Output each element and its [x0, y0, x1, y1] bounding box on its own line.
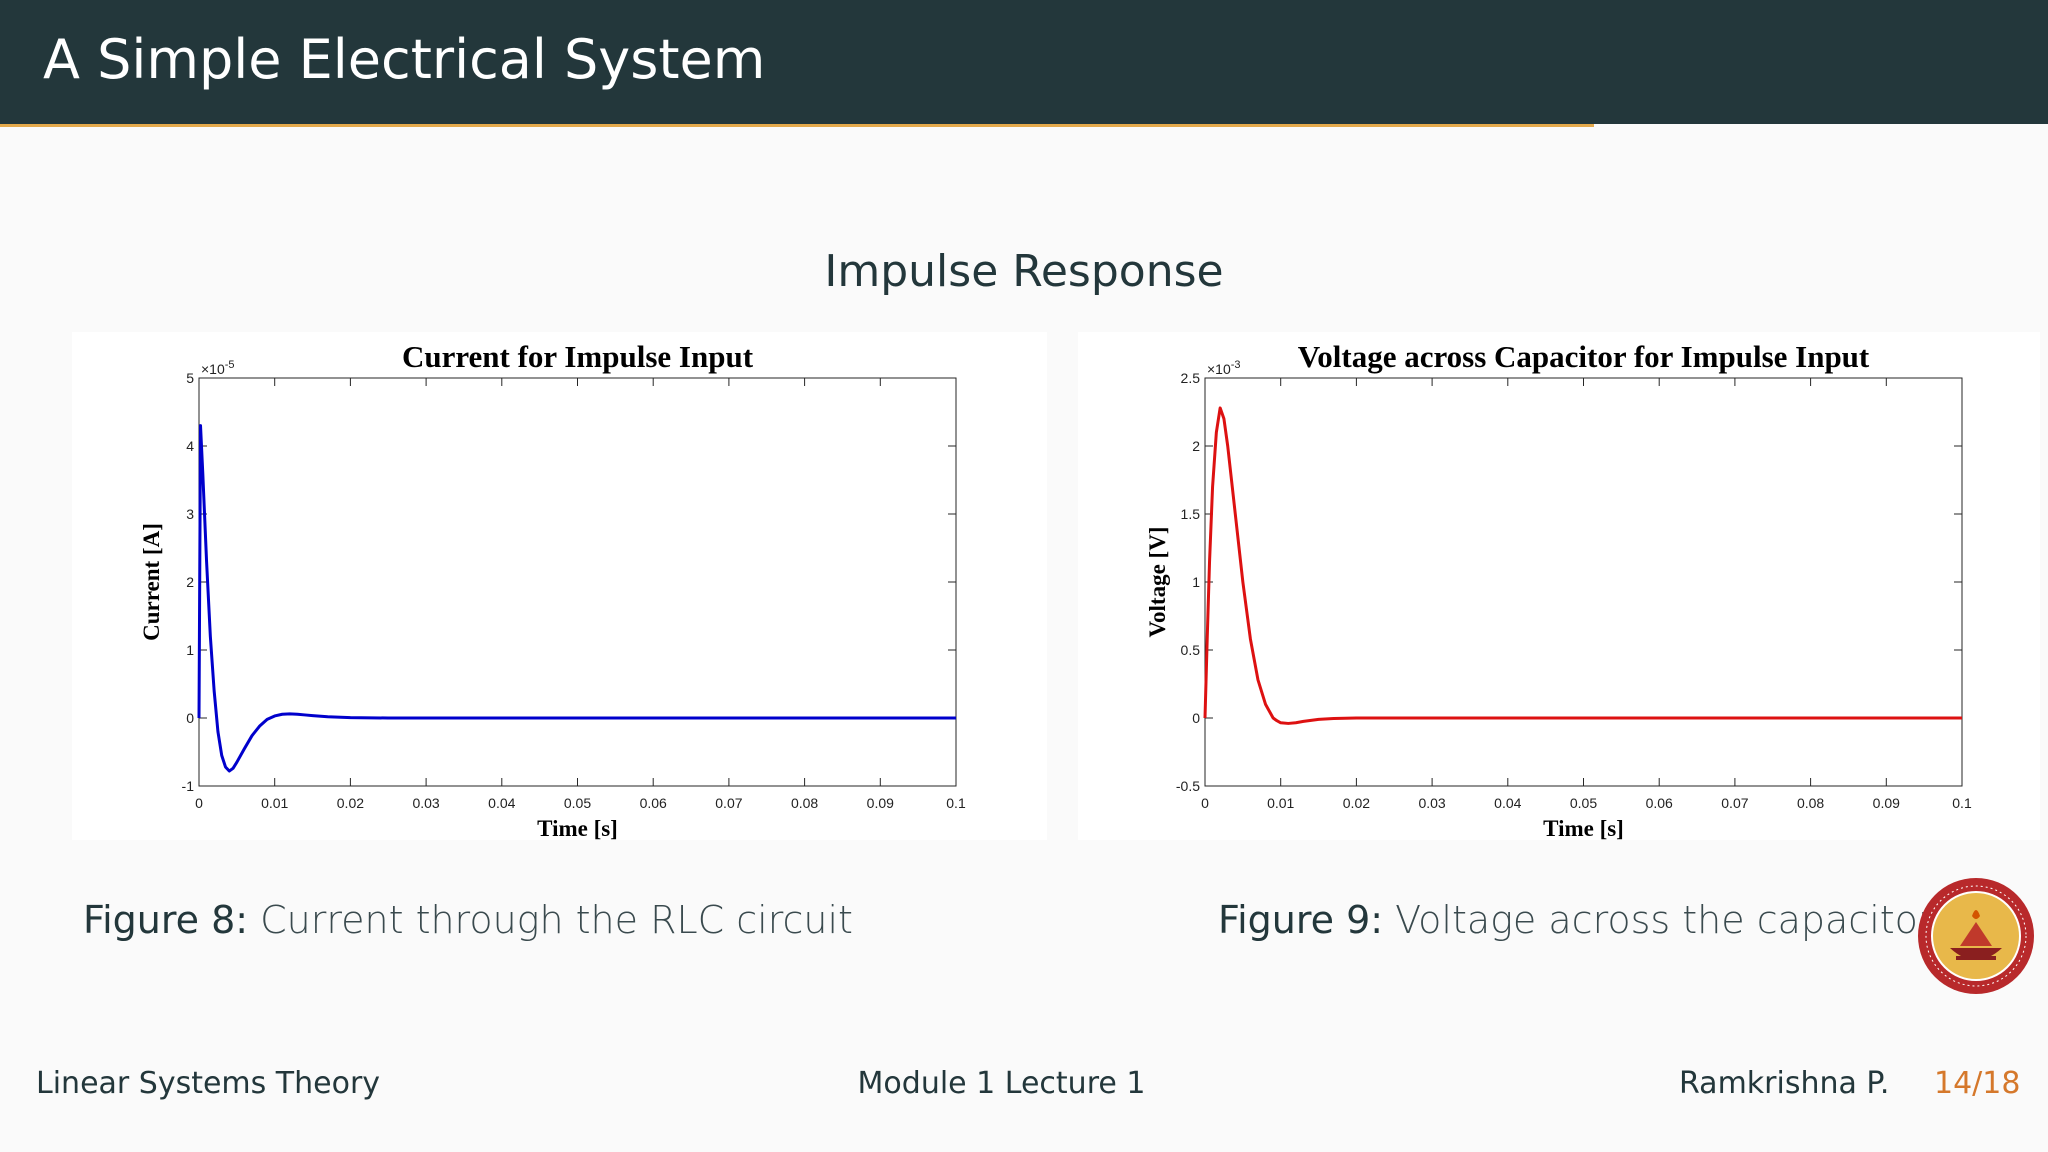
chart0-y-multiplier-label: ×10-5: [201, 359, 235, 377]
slide-subtitle: Impulse Response: [824, 246, 1224, 297]
chart1-x-tick-label: 0.1: [1952, 795, 1972, 811]
header-accent-rule: [0, 124, 1594, 127]
chart0-y-axis-label: Current [A]: [139, 523, 164, 641]
chart1-x-axis-label: Time [s]: [1543, 816, 1624, 840]
voltage-impulse-chart: 0 0.01 0.02 0.03 0.04 0.05 0.06 0.07 0.08 0.09 0.1…: [1145, 339, 1972, 840]
chart1-y-tick-label: 0.5: [1181, 642, 1201, 658]
chart0-x-tick-label: 0.09: [867, 795, 894, 811]
chart1-x-tick-label: 0: [1201, 795, 1209, 811]
figure-8-caption-label: Figure 8:: [83, 898, 249, 942]
chart0-x-tick-label: 0.02: [337, 795, 364, 811]
chart1-y-multiplier-exp: -3: [1231, 359, 1241, 371]
footer-author: Ramkrishna P.: [1679, 1066, 1890, 1101]
chart1-y-tick-label: 1.5: [1181, 506, 1201, 522]
chart0-y-multiplier-exp: -5: [225, 359, 235, 371]
chart1-y-tick-label: -0.5: [1176, 778, 1200, 794]
chart0-x-tick-label: 0.08: [791, 795, 818, 811]
chart1-y-tick-label: 1: [1192, 574, 1200, 590]
chart1-y-tick-label: 0: [1192, 710, 1200, 726]
chart0-x-tick-label: 0.01: [261, 795, 288, 811]
chart1-plot-frame: [1204, 377, 1963, 787]
chart1-y-multiplier-label: ×10-3: [1207, 359, 1241, 377]
chart1-y-tick-label: 2: [1192, 438, 1200, 454]
figure-8-caption-text: Current through the RLC circuit: [260, 898, 853, 942]
iit-madras-seal-icon: [1916, 876, 2036, 1000]
chart0-x-tick-label: 0.05: [564, 795, 591, 811]
footer-page-number: 14/18: [1934, 1066, 2021, 1101]
chart0-y-tick-label: 2: [186, 574, 194, 590]
figure-9-caption: Figure 9:Voltage across the capacitor: [1218, 898, 1934, 942]
chart1-x-tick-label: 0.05: [1570, 795, 1597, 811]
chart0-y-tick-label: 1: [186, 642, 194, 658]
chart1-y-axis-label: Voltage [V]: [1145, 527, 1170, 638]
chart0-y-tick-label: 0: [186, 710, 194, 726]
figure-8-caption: Figure 8:Current through the RLC circuit: [83, 898, 853, 942]
chart1-x-tick-label: 0.03: [1418, 795, 1445, 811]
chart0-x-tick-label: 0.06: [640, 795, 667, 811]
slide-title: A Simple Electrical System: [43, 28, 766, 91]
chart0-x-tick-label: 0.1: [946, 795, 966, 811]
chart0-y-tick-label: -1: [182, 778, 195, 794]
chart0-x-tick-label: 0: [195, 795, 203, 811]
chart0-x-tick-label: 0.03: [412, 795, 439, 811]
chart0-title: Current for Impulse Input: [402, 339, 754, 374]
chart1-title: Voltage across Capacitor for Impulse Inp…: [1298, 339, 1870, 374]
chart1-x-tick-label: 0.02: [1343, 795, 1370, 811]
chart0-y-tick-label: 3: [186, 506, 194, 522]
figure-9-caption-label: Figure 9:: [1218, 898, 1384, 942]
chart0-series-line: [197, 424, 956, 773]
chart1-x-tick-label: 0.06: [1646, 795, 1673, 811]
chart0-plot-frame: [198, 377, 957, 787]
chart1-series-line: [1203, 406, 1962, 725]
chart0-x-tick-label: 0.04: [488, 795, 515, 811]
chart1-x-tick-label: 0.07: [1721, 795, 1748, 811]
footer-module: Module 1 Lecture 1: [857, 1066, 1146, 1101]
figure-9-panel: 0 0.01 0.02 0.03 0.04 0.05 0.06 0.07 0.08 0.09 0.1…: [1078, 332, 2040, 840]
chart1-x-tick-label: 0.04: [1494, 795, 1521, 811]
chart1-x-tick-label: 0.01: [1267, 795, 1294, 811]
chart1-y-tick-label: 2.5: [1181, 370, 1201, 386]
figure-8-panel: 0 0.01 0.02 0.03 0.04 0.05 0.06 0.07 0.08 0.09 0.1…: [72, 332, 1047, 840]
chart1-x-tick-label: 0.09: [1873, 795, 1900, 811]
figure-9-caption-text: Voltage across the capacitor: [1395, 898, 1934, 942]
footer-course: Linear Systems Theory: [36, 1066, 381, 1101]
chart1-x-tick-label: 0.08: [1797, 795, 1824, 811]
chart0-x-tick-label: 0.07: [715, 795, 742, 811]
current-impulse-chart: 0 0.01 0.02 0.03 0.04 0.05 0.06 0.07 0.08 0.09 0.1…: [139, 339, 966, 840]
slide-header: A Simple Electrical System: [0, 0, 2048, 124]
chart0-y-tick-label: 5: [186, 370, 194, 386]
chart0-x-axis-label: Time [s]: [537, 816, 618, 840]
chart0-y-tick-label: 4: [186, 438, 194, 454]
